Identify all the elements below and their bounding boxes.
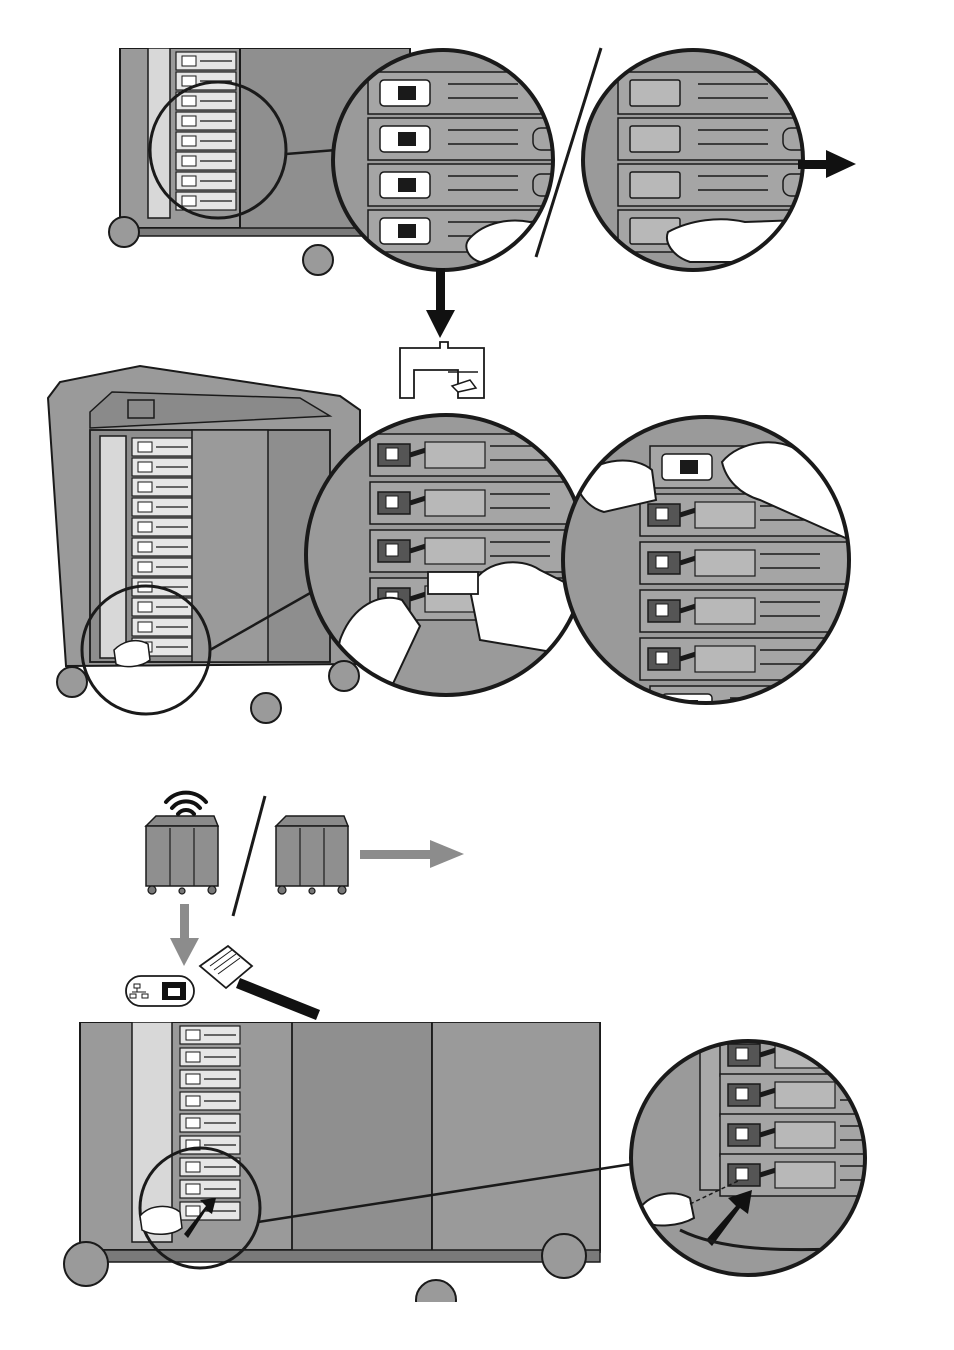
arrow-down-black-icon <box>426 268 455 338</box>
wheel <box>109 217 139 247</box>
port-cover-icon <box>400 342 484 398</box>
alternative-divider <box>233 796 265 916</box>
top-panel <box>109 48 856 398</box>
middle-panel <box>48 366 860 728</box>
ethernet-plug-icon <box>200 946 320 1020</box>
mini-cabinet-wired <box>276 816 348 894</box>
zoom-circle-empty-ports <box>580 48 828 278</box>
hand-icon <box>140 1206 182 1234</box>
zoom-circle-plug-in <box>560 412 860 728</box>
wheel <box>57 667 87 697</box>
arrow-right-black-icon <box>798 150 856 178</box>
arrow-right-gray-icon <box>360 840 464 868</box>
arrow-down-gray-icon <box>170 904 199 966</box>
wheel <box>303 245 333 275</box>
wheel <box>251 693 281 723</box>
cabinet-side-view <box>64 1022 600 1320</box>
network-port-icon <box>126 976 194 1006</box>
bottom-panel <box>64 793 930 1320</box>
wheel <box>329 661 359 691</box>
zoom-circle-connect-cable <box>630 1030 930 1280</box>
mini-cabinet-wireless <box>146 816 218 894</box>
